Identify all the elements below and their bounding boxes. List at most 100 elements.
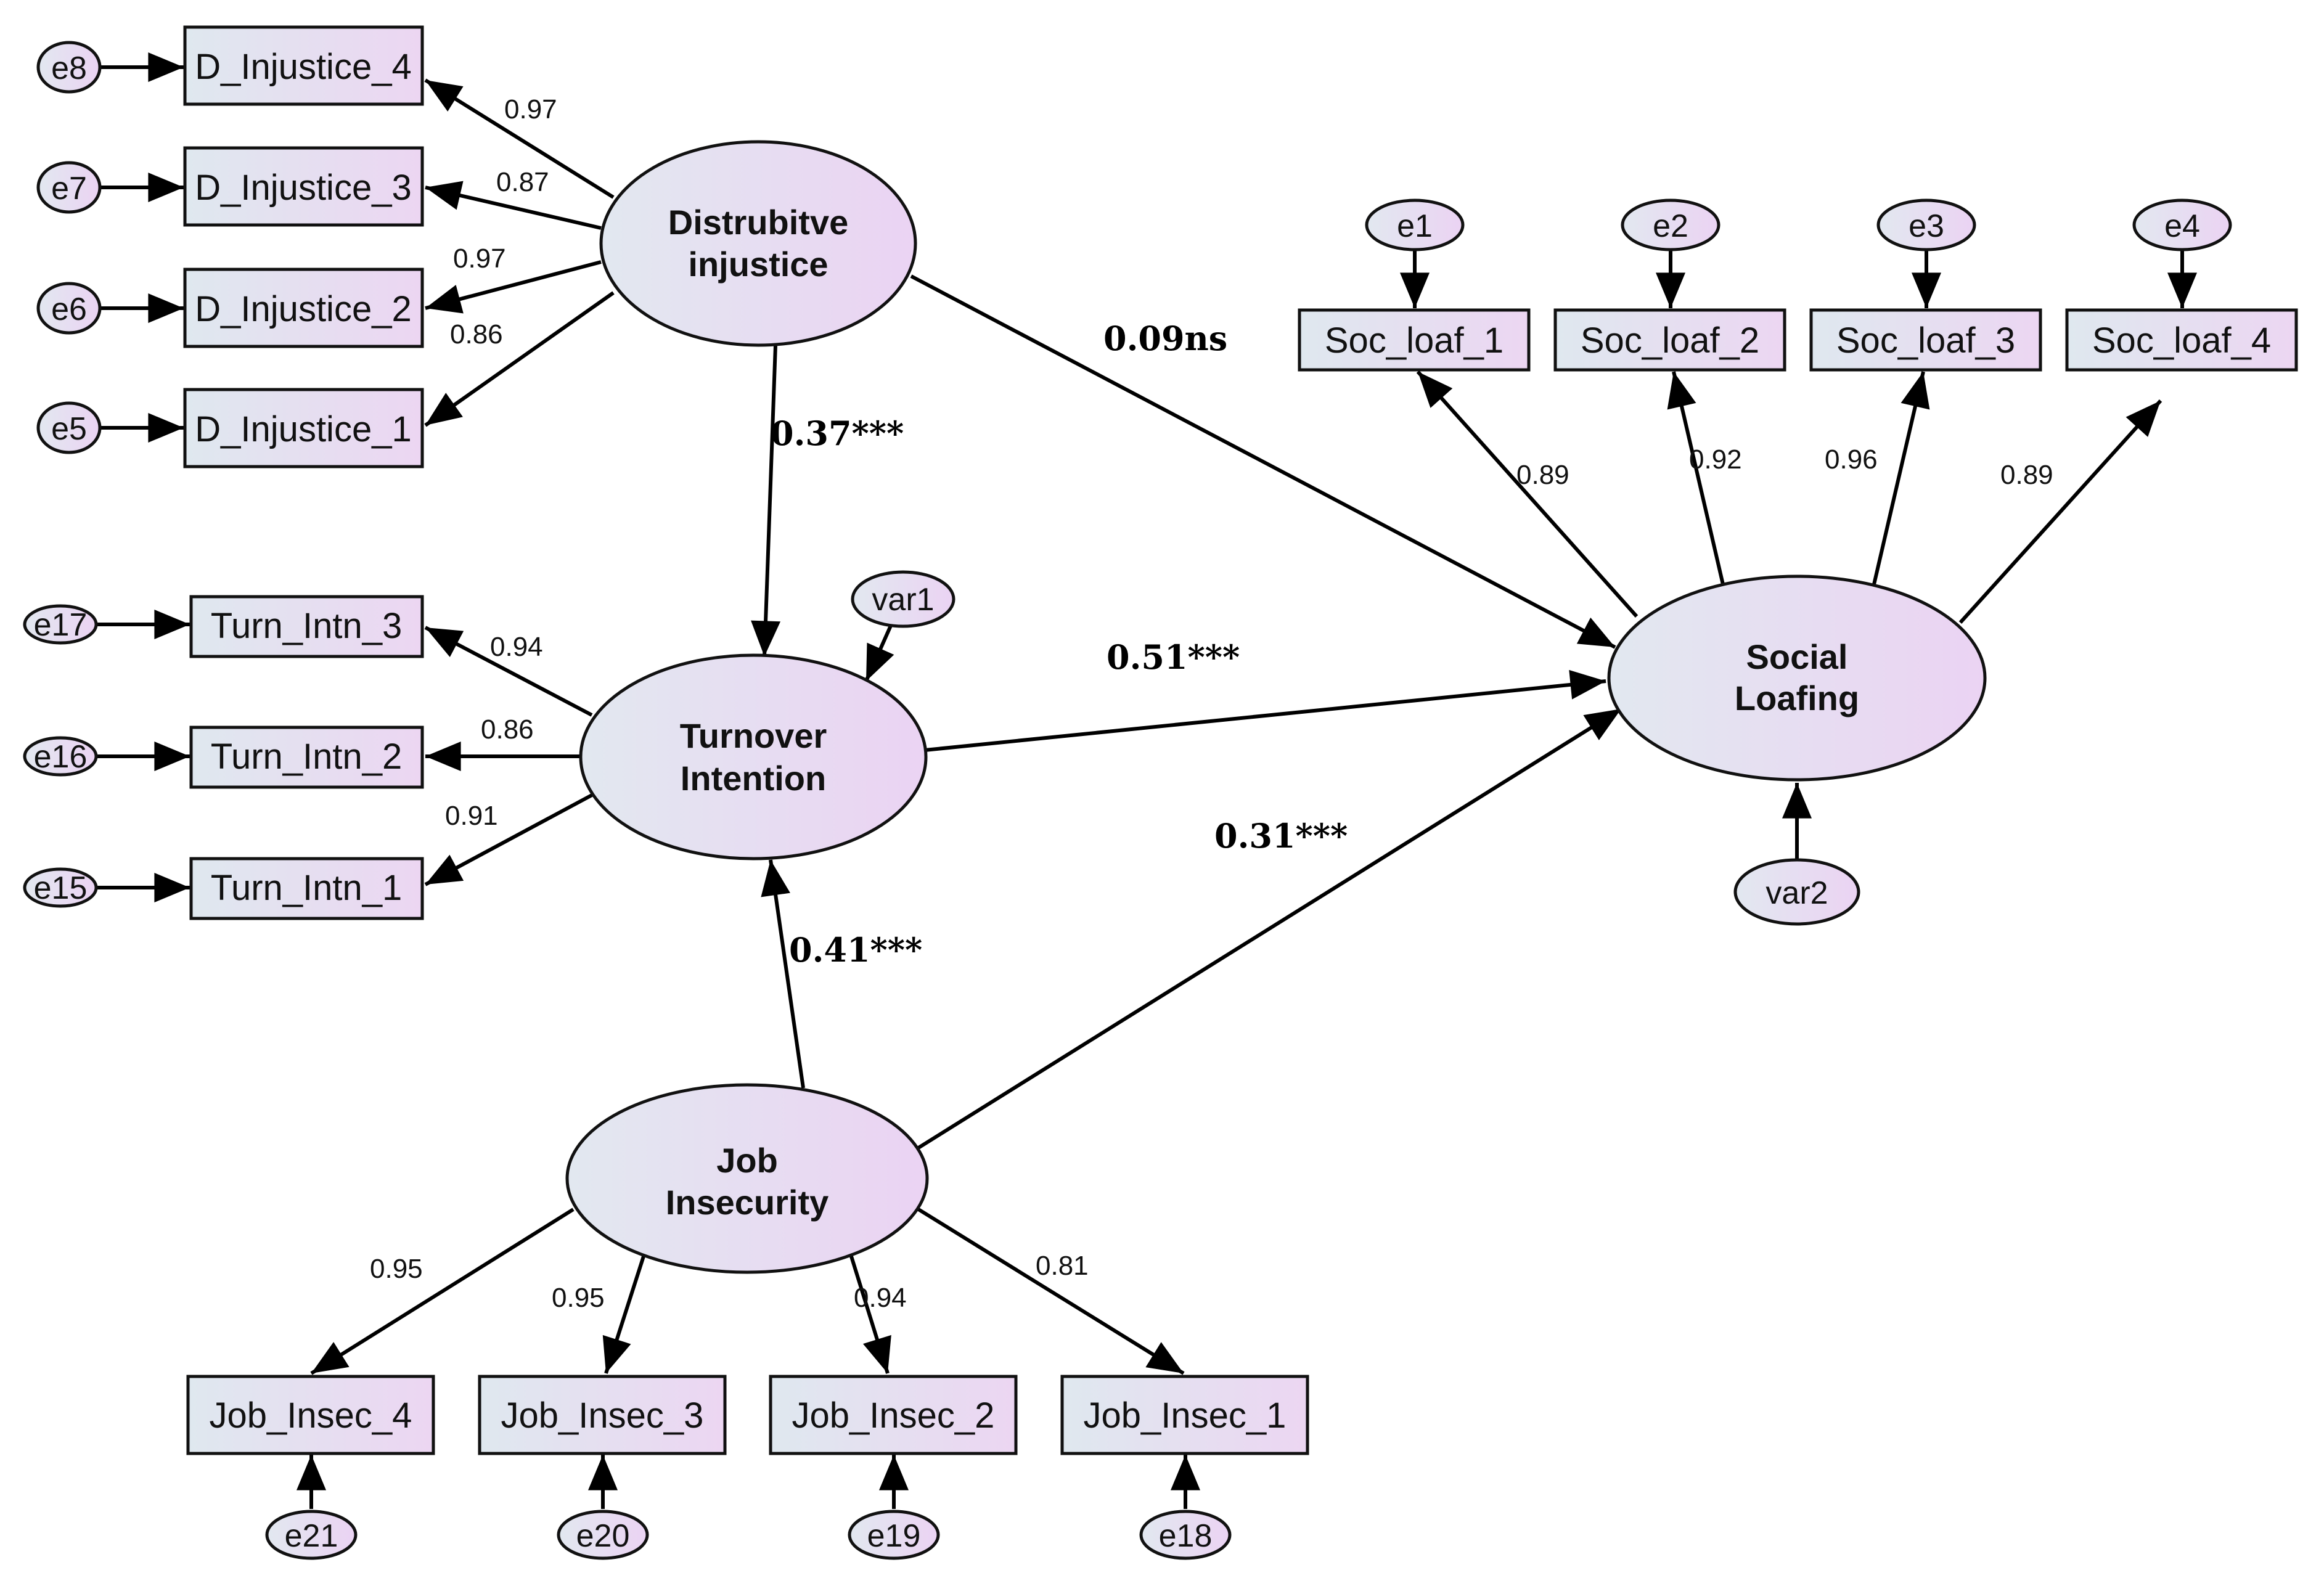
loading-dj2: 0.97 — [453, 243, 506, 274]
error-label: e1 — [1397, 208, 1433, 244]
error-e15: e15 — [23, 867, 98, 908]
error-label: e17 — [34, 607, 88, 643]
box-d-injustice-2: D_Injustice_2 — [183, 268, 424, 348]
loading-arrow-sl3 — [1872, 371, 1930, 585]
variance-var1: var1 — [851, 570, 955, 628]
box-label: Soc_loaf_3 — [1836, 321, 2015, 361]
error-label: e16 — [34, 739, 88, 775]
box-label: Soc_loaf_1 — [1325, 321, 1504, 361]
loading-ji1: 0.81 — [1036, 1251, 1089, 1281]
path-coefficients: 0.09ns 0.37*** 0.51*** 0.31*** 0.41*** — [771, 319, 1348, 970]
loading-arrow-sl2 — [1667, 371, 1725, 585]
loading-labels: 0.97 0.87 0.97 0.86 0.94 0.86 0.91 0.95 … — [370, 94, 2053, 1313]
box-d-injustice-3: D_Injustice_3 — [183, 146, 424, 227]
path-arrow-ti-sl — [924, 669, 1606, 752]
path-arrow-dj-sl — [910, 274, 1616, 649]
error-e21: e21 — [265, 1510, 358, 1560]
latent-label-line2: Insecurity — [666, 1183, 829, 1222]
error-label: e4 — [2164, 208, 2200, 244]
error-e19: e19 — [848, 1510, 940, 1560]
error-label: e18 — [1159, 1518, 1213, 1554]
loading-sl1: 0.89 — [1516, 460, 1569, 490]
box-d-injustice-4: D_Injustice_4 — [183, 25, 424, 106]
loading-dj4: 0.97 — [504, 94, 557, 125]
latent-job-insecurity: Job Insecurity — [565, 1083, 929, 1274]
loading-arrow-ji2 — [849, 1254, 891, 1374]
error-e6: e6 — [36, 282, 102, 335]
error-e17: e17 — [23, 604, 98, 645]
loading-arrow-ti1 — [424, 793, 593, 886]
error-label: e8 — [51, 51, 87, 86]
box-job-insec-3: Job_Insec_3 — [478, 1375, 727, 1455]
loading-arrow-sl1 — [1416, 370, 1639, 618]
error-label: e21 — [285, 1518, 338, 1554]
path-arrow-ji-ti — [761, 859, 805, 1089]
error-e4: e4 — [2132, 198, 2232, 251]
error-e16: e16 — [23, 736, 98, 777]
box-label: Turn_Intn_3 — [211, 606, 403, 646]
error-label: e2 — [1653, 208, 1688, 244]
path-coef-ji-sl: 0.31*** — [1214, 816, 1348, 856]
latent-social-loafing: Social Loafing — [1607, 574, 1987, 782]
loading-sl2: 0.92 — [1689, 444, 1742, 475]
error-label: e20 — [576, 1518, 630, 1554]
loading-ti1: 0.91 — [445, 801, 498, 831]
box-label: Job_Insec_2 — [792, 1396, 995, 1436]
latent-turnover-intention: Turnover Intention — [579, 653, 928, 860]
connectors — [97, 52, 2197, 1509]
error-e3: e3 — [1876, 198, 1976, 251]
box-job-insec-2: Job_Insec_2 — [769, 1375, 1018, 1455]
box-turn-intn-3: Turn_Intn_3 — [189, 595, 424, 658]
error-label: var2 — [1766, 875, 1828, 911]
box-job-insec-4: Job_Insec_4 — [186, 1375, 435, 1455]
latent-distributive-injustice: Distrubitve injustice — [599, 140, 917, 347]
box-label: Soc_loaf_2 — [1581, 321, 1759, 361]
loading-ti2: 0.86 — [481, 714, 534, 745]
loading-arrow-dj2 — [425, 260, 602, 314]
latent-label-line2: Intention — [681, 759, 826, 798]
latent-label-line1: Distrubitve — [668, 203, 849, 242]
box-turn-intn-1: Turn_Intn_1 — [189, 857, 424, 920]
box-d-injustice-1: D_Injustice_1 — [183, 388, 424, 468]
loading-arrow-ji3 — [602, 1254, 646, 1374]
error-label: e3 — [1909, 208, 1944, 244]
box-job-insec-1: Job_Insec_1 — [1060, 1375, 1309, 1455]
latent-constructs: Distrubitve injustice Turnover Intention… — [565, 140, 1987, 1274]
loading-sl4: 0.89 — [2000, 460, 2053, 490]
loading-arrow-ji1 — [917, 1208, 1185, 1375]
latent-label-line2: injustice — [688, 245, 828, 284]
box-label: Job_Insec_1 — [1084, 1396, 1287, 1436]
error-terms: e8 e7 e6 e5 e17 e16 e15 e21 — [23, 41, 2232, 1560]
loading-arrow-ji4 — [310, 1208, 575, 1375]
loading-arrow-dj1 — [424, 291, 615, 427]
indicator-boxes: D_Injustice_4 D_Injustice_3 D_Injustice_… — [183, 25, 2298, 1455]
loading-ti3: 0.94 — [490, 632, 543, 662]
path-coef-ji-ti: 0.41*** — [789, 930, 922, 970]
loading-ji3: 0.95 — [552, 1283, 605, 1313]
loading-ji2: 0.94 — [854, 1283, 907, 1313]
error-e7: e7 — [36, 161, 102, 214]
box-label: D_Injustice_2 — [195, 289, 411, 329]
path-coef-dj-ti: 0.37*** — [771, 414, 904, 453]
error-label: var1 — [872, 582, 934, 618]
latent-label-line1: Turnover — [680, 716, 827, 755]
box-soc-loaf-4: Soc_loaf_4 — [2065, 308, 2298, 372]
box-soc-loaf-3: Soc_loaf_3 — [1809, 308, 2042, 372]
loading-sl3: 0.96 — [1825, 444, 1878, 475]
box-label: Job_Insec_3 — [501, 1396, 704, 1436]
arrow-var1-ti — [864, 624, 894, 682]
loading-arrow-dj3 — [425, 181, 602, 230]
box-label: Turn_Intn_2 — [211, 737, 403, 777]
error-e5: e5 — [36, 401, 102, 454]
error-label: e15 — [34, 870, 88, 906]
box-turn-intn-2: Turn_Intn_2 — [189, 726, 424, 789]
loading-arrow-ti3 — [424, 626, 593, 717]
box-label: Turn_Intn_1 — [211, 868, 403, 908]
box-label: D_Injustice_3 — [195, 168, 411, 208]
error-e1: e1 — [1365, 198, 1465, 251]
box-soc-loaf-1: Soc_loaf_1 — [1298, 308, 1531, 372]
error-label: e6 — [51, 292, 87, 327]
error-e18: e18 — [1139, 1510, 1232, 1560]
latent-label-line1: Job — [716, 1141, 778, 1180]
box-label: Soc_loaf_4 — [2092, 321, 2271, 361]
